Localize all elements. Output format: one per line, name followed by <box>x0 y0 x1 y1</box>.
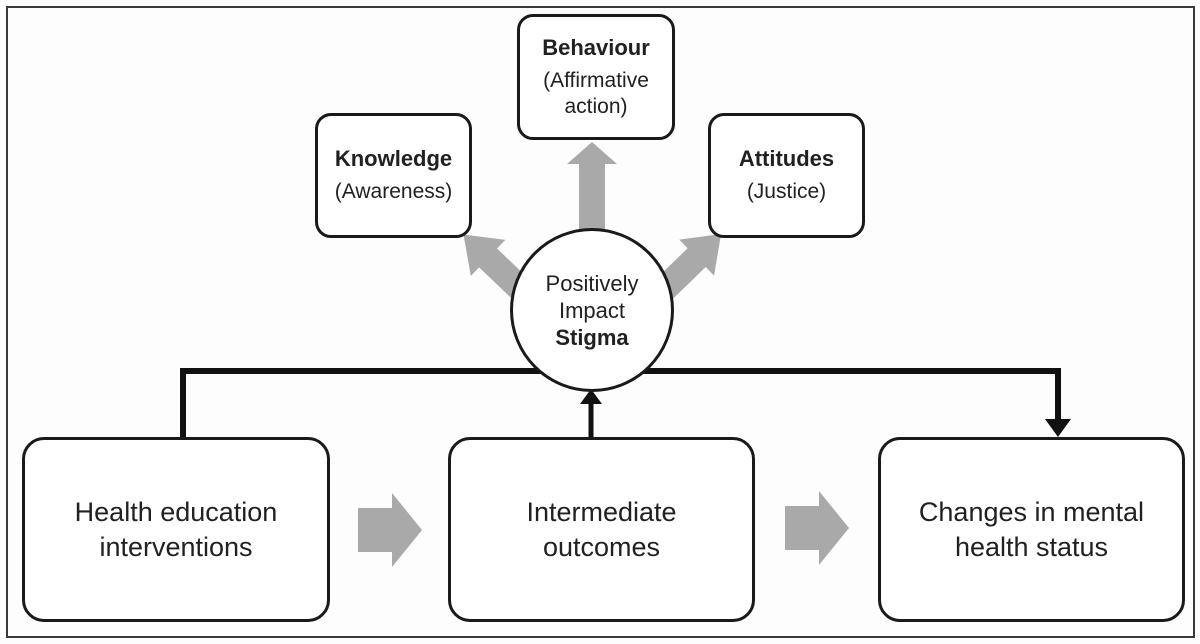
gray-arrow-up-icon <box>567 142 617 232</box>
box-attitudes: Attitudes (Justice) <box>708 113 865 238</box>
circle-text-line3: Stigma <box>555 324 629 350</box>
circle-text-line1: Positively <box>545 270 639 296</box>
box-changes-mental-health-status: Changes in mental health status <box>878 437 1185 622</box>
box-knowledge: Knowledge (Awareness) <box>315 113 472 238</box>
arrow-down-head-icon <box>1045 419 1071 437</box>
gray-arrow-right-2-icon <box>785 491 849 565</box>
circle-positively-impact-stigma: Positively Impact Stigma <box>510 228 674 392</box>
circle-text-line2: Impact <box>558 297 626 323</box>
box-behaviour: Behaviour (Affirmative action) <box>517 14 675 140</box>
box-attitudes-title: Attitudes <box>738 146 835 171</box>
box-health-education-interventions: Health education interventions <box>22 437 330 622</box>
box-intermediate-outcomes: Intermediate outcomes <box>448 437 755 622</box>
box-attitudes-subtitle: (Justice) <box>746 180 827 203</box>
box-health-label: Health education interventions <box>74 496 278 562</box>
box-changes-label: Changes in mental health status <box>918 496 1145 562</box>
box-knowledge-subtitle: (Awareness) <box>334 180 453 203</box>
arrow-up-head-icon <box>580 389 602 404</box>
box-intermediate-label: Intermediate outcomes <box>526 496 677 562</box>
diagram-frame-border <box>6 6 1195 638</box>
gray-arrow-right-1-icon <box>358 493 422 567</box>
box-behaviour-subtitle: (Affirmative action) <box>543 68 649 118</box>
box-knowledge-title: Knowledge <box>334 146 453 171</box>
box-behaviour-title: Behaviour <box>542 34 650 60</box>
